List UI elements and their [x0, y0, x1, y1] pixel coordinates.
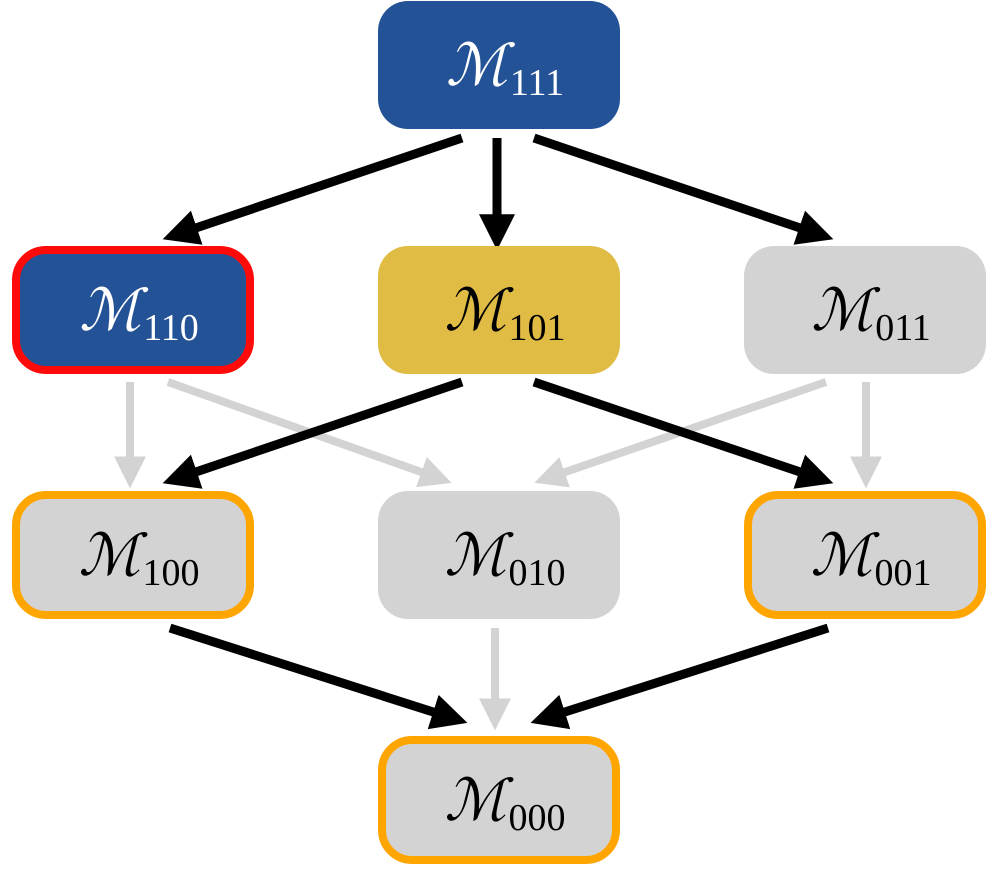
edge-m100-to-m000	[168, 623, 468, 730]
node-subscript: 100	[143, 552, 200, 594]
active-edges	[162, 133, 834, 730]
node-box	[378, 491, 620, 619]
node-subscript: 000	[509, 797, 566, 839]
node-label: ℳ011	[811, 276, 931, 349]
edge-m111-to-m011	[532, 133, 834, 245]
node-label: ℳ100	[78, 521, 199, 594]
node-label: ℳ010	[444, 521, 565, 594]
node-box	[12, 246, 254, 374]
node-subscript: 010	[509, 552, 566, 594]
node-subscript: 111	[510, 62, 564, 104]
node-subscript: 101	[509, 307, 566, 349]
node-box	[378, 246, 620, 374]
node-symbol: ℳ	[444, 276, 514, 344]
node-symbol: ℳ	[79, 276, 149, 344]
node-label: ℳ001	[810, 521, 931, 594]
node-m011: ℳ011	[744, 246, 986, 374]
node-m101: ℳ101	[378, 246, 620, 374]
node-label: ℳ101	[444, 276, 565, 349]
node-box	[12, 491, 254, 619]
node-m001: ℳ001	[744, 491, 986, 619]
node-box	[744, 491, 986, 619]
node-label: ℳ110	[79, 276, 199, 349]
node-label: ℳ111	[446, 31, 564, 104]
edge-m101-to-m100	[162, 377, 464, 489]
node-m100: ℳ100	[12, 491, 254, 619]
node-subscript: 011	[875, 307, 931, 349]
node-m110: ℳ110	[12, 246, 254, 374]
node-box	[744, 246, 986, 374]
node-m010: ℳ010	[378, 491, 620, 619]
node-m000: ℳ000	[378, 736, 620, 864]
node-label: ℳ000	[444, 766, 565, 839]
node-box	[378, 736, 620, 864]
node-box	[378, 1, 620, 129]
node-symbol: ℳ	[446, 31, 516, 99]
edge-m001-to-m000	[530, 623, 830, 730]
edge-m110-to-m010-inactive	[166, 378, 452, 488]
node-subscript: 001	[875, 552, 932, 594]
edge-m111-to-m110	[162, 133, 464, 245]
node-symbol: ℳ	[78, 521, 148, 589]
node-subscript: 110	[143, 307, 199, 349]
node-m111: ℳ111	[378, 1, 620, 129]
node-symbol: ℳ	[444, 766, 514, 834]
edge-m101-to-m001	[532, 377, 834, 489]
node-symbol: ℳ	[810, 521, 880, 589]
node-symbol: ℳ	[444, 521, 514, 589]
node-symbol: ℳ	[811, 276, 881, 344]
